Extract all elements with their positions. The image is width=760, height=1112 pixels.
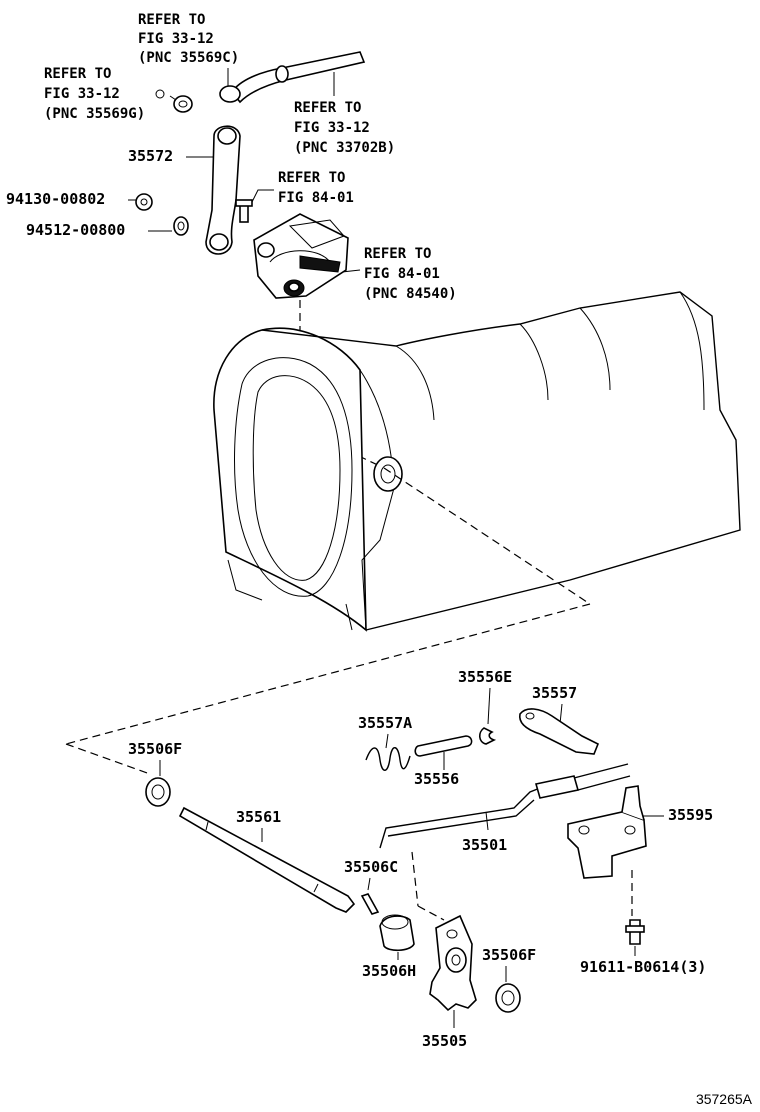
label-91611: 91611-B0614(3) [580, 919, 706, 976]
spring-35557a-icon [365, 747, 411, 771]
part-number-35561: 35561 [236, 808, 281, 826]
label-35501: 35501 [379, 763, 631, 854]
nut-35569g-drawing [173, 95, 193, 113]
oil-seal-35506f-right-icon [495, 983, 521, 1013]
diagram-code: 357265A [696, 1091, 753, 1107]
control-rod-drawing [219, 51, 366, 104]
part-number-35557: 35557 [532, 684, 577, 702]
label-35506h: 35506H [362, 914, 416, 980]
label-35506c: 35506C [344, 858, 398, 915]
ref-33702b-line2: FIG 33-12 [294, 120, 370, 136]
part-number-35506f-left: 35506F [128, 740, 182, 758]
detent-spring-35557-icon [518, 708, 600, 755]
label-94512: 94512-00800 [26, 216, 189, 239]
lever-35572-drawing [205, 125, 241, 255]
label-35557a: 35557A [358, 714, 412, 771]
label-35595: 35595 [567, 785, 713, 879]
shaft-35561-icon [178, 806, 356, 913]
part-number-35501: 35501 [462, 836, 507, 854]
part-number-35506c: 35506C [344, 858, 398, 876]
label-35506f-left: 35506F [128, 740, 182, 807]
bracket-35595-icon [567, 811, 647, 879]
part-number-91611-b0614: 91611-B0614(3) [580, 958, 706, 976]
bolt-drawing [235, 199, 253, 223]
part-number-35572: 35572 [128, 147, 173, 165]
ref-84540-line1: REFER TO [364, 246, 431, 262]
label-94130: 94130-00802 [6, 190, 153, 211]
part-number-35557a: 35557A [358, 714, 412, 732]
transmission-case-drawing [213, 291, 741, 632]
neutral-start-switch-drawing [253, 213, 349, 299]
oil-seal-35506f-left-icon [145, 777, 171, 807]
nut-94130-icon [135, 193, 153, 211]
ref-84-01-line1: REFER TO [278, 170, 345, 186]
callout-ref-35569g: REFER TO FIG 33-12 (PNC 35569G) [44, 66, 177, 122]
part-number-94512-00800: 94512-00800 [26, 221, 125, 239]
pin-35506c-icon [360, 893, 380, 915]
part-number-35556e: 35556E [458, 668, 512, 686]
label-35557: 35557 [518, 684, 600, 755]
ref-33702b-line3: (PNC 33702B) [294, 140, 395, 156]
bushing-35506h-icon [379, 915, 415, 952]
pin-35556-icon [414, 735, 473, 757]
callout-ref-84540: REFER TO FIG 84-01 (PNC 84540) [341, 246, 457, 302]
label-35572: 35572 [128, 147, 214, 165]
washer-94512-icon [173, 216, 189, 236]
label-35556: 35556 [414, 735, 473, 788]
ref-84540-line2: FIG 84-01 [364, 266, 440, 282]
ref-35569c-line1: REFER TO [138, 12, 205, 28]
part-number-35505: 35505 [422, 1032, 467, 1050]
callout-ref-33702b: REFER TO FIG 33-12 (PNC 33702B) [294, 72, 395, 156]
ref-35569g-line2: FIG 33-12 [44, 86, 120, 102]
label-35556e: 35556E [458, 668, 512, 745]
part-number-35506h: 35506H [362, 962, 416, 980]
ref-35569g-line3: (PNC 35569G) [44, 106, 145, 122]
ref-35569c-line2: FIG 33-12 [138, 31, 214, 47]
callout-ref-84-01: REFER TO FIG 84-01 [249, 170, 354, 207]
ref-35569c-line3: (PNC 35569C) [138, 50, 239, 66]
part-number-35506f-right: 35506F [482, 946, 536, 964]
ref-84-01-line2: FIG 84-01 [278, 190, 354, 206]
clip-35556e-icon [478, 727, 497, 745]
label-35505: 35505 [422, 914, 477, 1050]
callout-ref-35569c: REFER TO FIG 33-12 (PNC 35569C) [138, 12, 239, 90]
part-number-35556: 35556 [414, 770, 459, 788]
part-number-94130-00802: 94130-00802 [6, 190, 105, 208]
ref-35569g-line1: REFER TO [44, 66, 111, 82]
ref-33702b-line1: REFER TO [294, 100, 361, 116]
label-35561: 35561 [178, 806, 356, 913]
label-35506f-right: 35506F [482, 946, 536, 1013]
part-number-35595: 35595 [668, 806, 713, 824]
rod-35501-icon [379, 787, 541, 849]
ref-84540-line3: (PNC 84540) [364, 286, 457, 302]
